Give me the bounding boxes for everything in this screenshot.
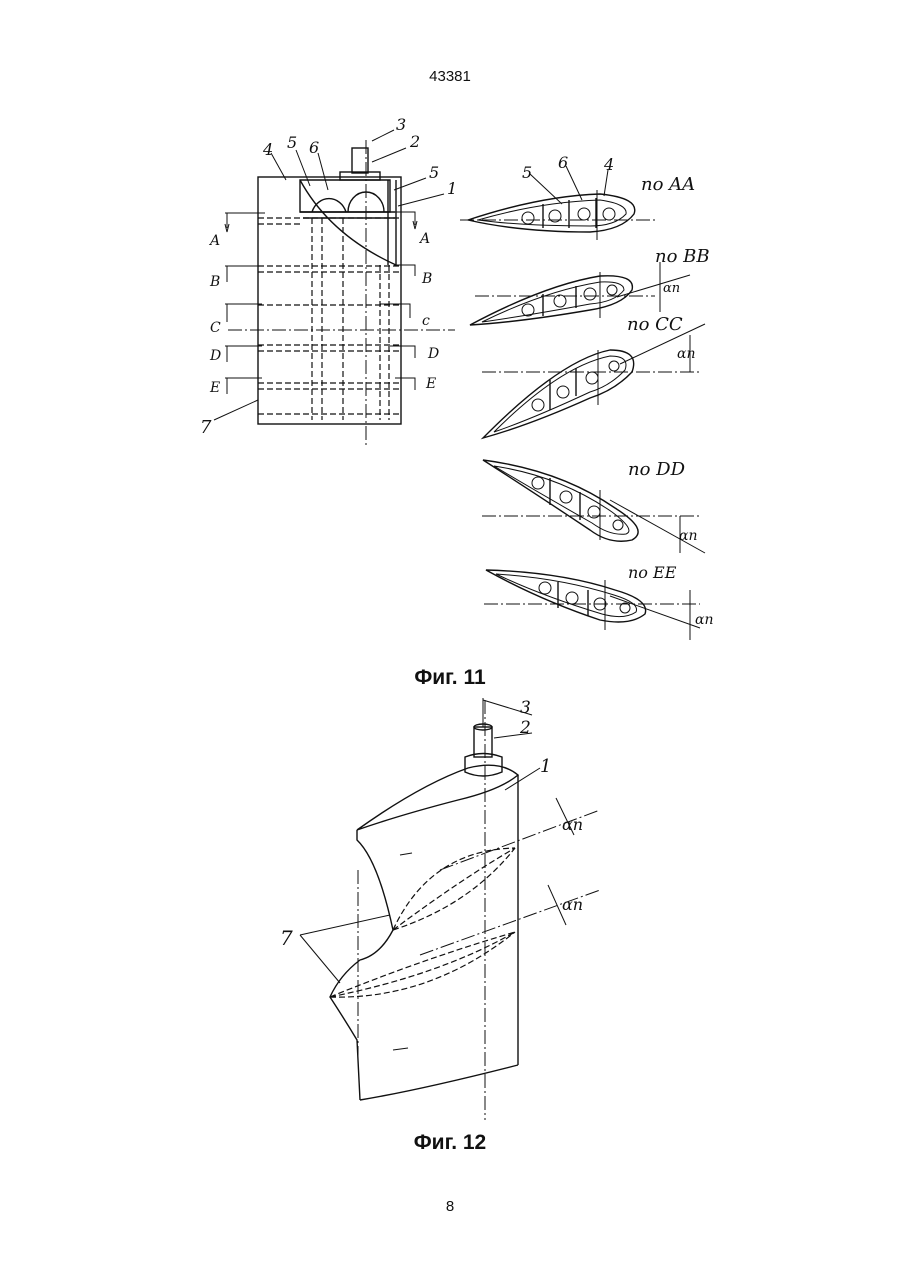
figure-11-caption: Фиг. 11 bbox=[0, 666, 900, 690]
page-number: 8 bbox=[0, 1198, 900, 1215]
figure-12-caption: Фиг. 12 bbox=[0, 1131, 900, 1155]
cut-label-c-right: c bbox=[422, 313, 430, 329]
cut-label-b-left: B bbox=[209, 274, 220, 290]
fig11-ref-3: 3 bbox=[396, 115, 406, 134]
section-cc-angle: αп bbox=[677, 346, 695, 362]
cut-label-d-right: D bbox=[427, 346, 439, 362]
section-ref-6: 6 bbox=[558, 153, 568, 172]
cut-label-b-right: B bbox=[421, 271, 432, 287]
fig12-angle-2: αп bbox=[562, 895, 583, 914]
section-bb-label: по BB bbox=[655, 246, 710, 267]
fig11-ref-2: 2 bbox=[409, 132, 420, 151]
section-ee-angle: αп bbox=[695, 612, 713, 628]
cut-label-d-left: D bbox=[209, 348, 221, 364]
fig11-ref-1: 1 bbox=[447, 179, 457, 198]
cut-label-e-left: E bbox=[209, 380, 220, 396]
cut-label-a-right: A bbox=[418, 231, 430, 247]
fig11-ref-7: 7 bbox=[200, 417, 212, 438]
section-ref-5: 5 bbox=[522, 163, 532, 182]
fig12-ref-7: 7 bbox=[280, 926, 293, 950]
section-ee-label: по EE bbox=[628, 563, 677, 582]
section-dd-label: по DD bbox=[628, 459, 686, 480]
fig12-ref-1: 1 bbox=[540, 756, 551, 777]
section-dd-angle: αп bbox=[679, 528, 697, 544]
section-bb-angle: αп bbox=[663, 281, 680, 296]
fig11-ref-4: 4 bbox=[262, 140, 273, 159]
fig11-ref-5: 5 bbox=[287, 133, 297, 152]
section-aa-label: по AA bbox=[641, 174, 695, 195]
section-cc-label: по CC bbox=[627, 314, 683, 335]
cut-label-a-left: A bbox=[208, 233, 220, 249]
fig12-angle-1: αп bbox=[562, 815, 583, 834]
fig11-ref-6: 6 bbox=[309, 138, 319, 157]
section-aa bbox=[460, 166, 655, 240]
section-ref-4: 4 bbox=[603, 155, 614, 174]
section-cc bbox=[482, 324, 705, 438]
cut-label-e-right: E bbox=[425, 376, 436, 392]
fig12-ref-2: 2 bbox=[519, 718, 531, 738]
fig11-blade-view bbox=[214, 130, 455, 448]
fig11-ref-5b: 5 bbox=[429, 163, 439, 182]
cut-label-c-left: C bbox=[210, 320, 221, 336]
fig12-ref-3: 3 bbox=[520, 698, 531, 718]
figure-12-drawing bbox=[300, 698, 600, 1120]
